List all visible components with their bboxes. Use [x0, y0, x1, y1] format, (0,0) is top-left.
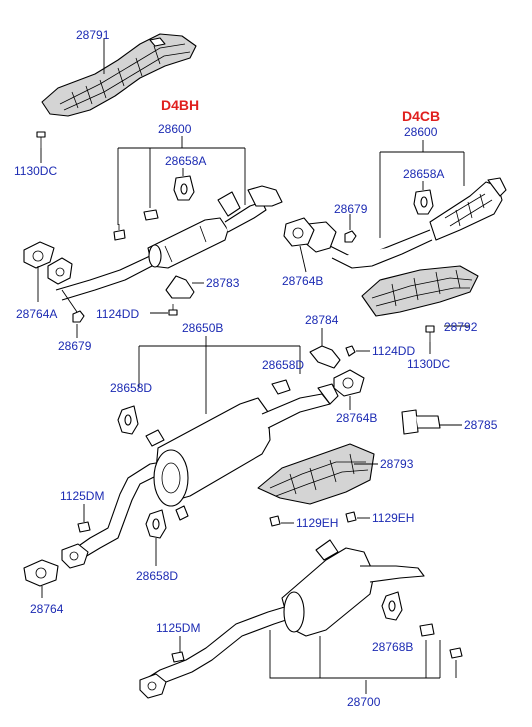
- label-28764a: 28764A: [16, 307, 57, 321]
- label-28793: 28793: [380, 457, 414, 471]
- label-28764: 28764: [30, 602, 64, 616]
- heat-shield-28791: [41, 33, 197, 117]
- bolt-1124dd-b: [345, 345, 356, 357]
- catalytic-converter-left: [55, 185, 283, 301]
- nut-28679-left: [72, 310, 85, 323]
- label-28764b-b: 28764B: [336, 411, 377, 425]
- engine-label-d4cb: D4CB: [402, 108, 440, 124]
- bracket-28783: [165, 275, 195, 299]
- gasket-28764a: [23, 241, 55, 269]
- engine-label-d4bh: D4BH: [161, 97, 199, 113]
- catalytic-converter-right: [303, 177, 507, 269]
- bolt-1130dc-a: [36, 131, 46, 148]
- bracket-28600-left: [117, 136, 246, 225]
- heat-shield-28793: [257, 443, 375, 505]
- bushing-left: [143, 209, 159, 221]
- bolt-1124dd-a: [168, 304, 178, 316]
- bracket-28600-right: [379, 140, 465, 242]
- rubber-hanger-28658a-right: [413, 189, 434, 215]
- gasket-28764: [23, 559, 59, 587]
- gasket-28764b-b: [333, 369, 365, 397]
- nut-28679-right: [344, 230, 357, 243]
- bracket-28650b: [138, 336, 301, 414]
- label-1124dd-a: 1124DD: [96, 307, 139, 321]
- label-28791: 28791: [76, 28, 110, 42]
- bushing-28768b: [419, 623, 435, 637]
- label-1130dc-b: 1130DC: [407, 357, 450, 371]
- center-muffler-28650b: [69, 383, 339, 561]
- label-28700: 28700: [347, 695, 381, 709]
- bolt-1130dc-b: [425, 325, 435, 342]
- bolt-1129eh-a: [269, 515, 281, 527]
- label-28679-right: 28679: [334, 202, 368, 216]
- label-28650b: 28650B: [182, 321, 223, 335]
- label-28679-left: 28679: [58, 339, 92, 353]
- bracket-28784: [309, 345, 341, 369]
- rubber-hanger-28658d-c: [145, 509, 167, 539]
- bolt-rear: [449, 647, 463, 659]
- label-1129eh-a: 1129EH: [296, 516, 338, 530]
- bracket-28785: [401, 409, 441, 435]
- label-28658a-right: 28658A: [403, 167, 444, 181]
- gasket-28764b-a: [283, 217, 315, 247]
- label-1124dd-b: 1124DD: [372, 344, 415, 358]
- label-28768b: 28768B: [372, 640, 413, 654]
- label-28600-left: 28600: [158, 122, 192, 136]
- bolt-1125dm-b: [171, 651, 185, 663]
- label-28784: 28784: [305, 313, 339, 327]
- label-28792: 28792: [444, 320, 478, 334]
- rear-muffler-28700: [143, 539, 425, 693]
- label-1130dc-a: 1130DC: [14, 164, 57, 178]
- label-28783: 28783: [206, 276, 240, 290]
- label-28785: 28785: [464, 418, 498, 432]
- flange-rear: [139, 673, 167, 699]
- flange-left: [47, 257, 73, 285]
- label-28658a-left: 28658A: [165, 154, 206, 168]
- heat-shield-28792: [361, 265, 479, 317]
- label-28658d-b: 28658D: [110, 381, 152, 395]
- rubber-hanger-28658d-b: [117, 405, 139, 435]
- label-1125dm-a: 1125DM: [60, 489, 104, 503]
- bolt-1129eh-b: [345, 511, 357, 523]
- rubber-hanger-28658a-left: [173, 175, 195, 201]
- label-28658d-c: 28658D: [136, 569, 178, 583]
- label-1125dm-b: 1125DM: [156, 621, 200, 635]
- bolt-left-cat: [113, 224, 126, 241]
- rubber-hanger-28658d-a: [271, 379, 291, 395]
- bracket-28700: [269, 630, 457, 679]
- flange-center-left: [61, 543, 89, 569]
- label-28658d-a: 28658D: [262, 358, 304, 372]
- label-28600-right: 28600: [404, 125, 438, 139]
- label-1129eh-b: 1129EH: [372, 511, 414, 525]
- bolt-1125dm-a: [77, 521, 91, 533]
- rubber-hanger-28768b-a: [381, 591, 403, 621]
- label-28764b-a: 28764B: [282, 274, 323, 288]
